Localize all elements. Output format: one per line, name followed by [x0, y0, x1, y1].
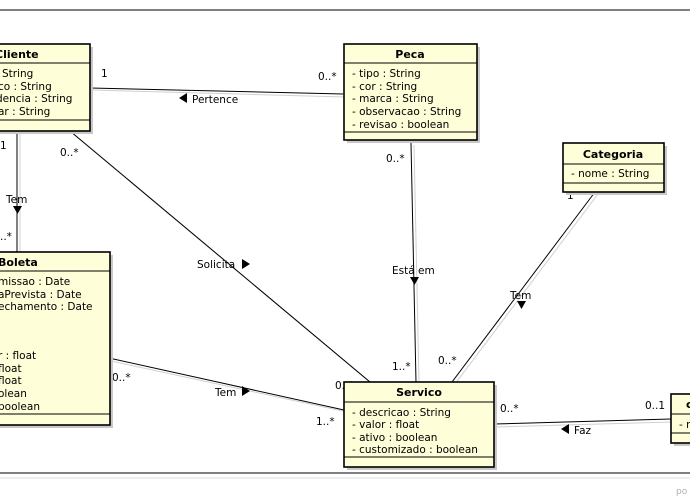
multiplicity-tem-servico-servico: 1..*	[316, 416, 335, 428]
class-partial-right[interactable]: c - r	[670, 393, 690, 446]
class-attr: - marca : String	[352, 93, 434, 105]
class-attr: r : float	[0, 350, 36, 362]
class-attr: - tipo : String	[352, 68, 421, 80]
class-attr: - cor : String	[352, 81, 417, 93]
class-attr: - descricao : String	[352, 407, 451, 419]
class-servico[interactable]: Servico - descricao : String - valor : f…	[343, 381, 497, 470]
watermark-text: po	[676, 487, 688, 497]
direction-arrow-icon	[561, 424, 569, 434]
direction-arrow-icon	[13, 206, 22, 214]
association-label-pertence: Pertence	[192, 94, 238, 106]
class-attr: float	[0, 375, 22, 387]
class-attr: - valor : float	[352, 419, 419, 431]
multiplicity-pertence-peca: 0..*	[318, 71, 337, 83]
multiplicity-tem-boleta-cliente: 1	[0, 140, 7, 152]
class-name-peca: Peca	[395, 48, 424, 61]
class-attr: - customizado : boolean	[352, 444, 478, 456]
association-label-tem-boleta: Tem	[5, 194, 27, 206]
class-peca[interactable]: Peca - tipo : String - cor : String - ma…	[343, 43, 480, 143]
association-label-faz: Faz	[574, 425, 592, 437]
multiplicity-tem-categoria-servico: 0..*	[438, 355, 457, 367]
class-categoria[interactable]: Categoria - nome : String	[562, 142, 667, 195]
class-attr: ar : String	[0, 106, 50, 118]
association-tem-categoria[interactable]: Tem 1 0..*	[438, 190, 599, 385]
class-attr: float	[0, 363, 22, 375]
multiplicity-tem-boleta-boleta: ..*	[0, 231, 12, 243]
multiplicity-faz-other: 0..1	[645, 400, 665, 412]
association-tem-boleta[interactable]: Tem 1 ..*	[0, 131, 27, 252]
multiplicity-tem-categoria-categoria: 1	[567, 190, 574, 202]
association-esta-em[interactable]: Está em 0..* 1..*	[386, 142, 435, 384]
association-faz[interactable]: Faz 0..* 0..1	[493, 400, 673, 437]
association-pertence[interactable]: Pertence 1 0..*	[89, 68, 346, 106]
class-attr: missao : Date	[0, 276, 70, 288]
class-attr: aPrevista : Date	[0, 289, 82, 301]
multiplicity-esta-em-peca: 0..*	[386, 153, 405, 165]
class-cliente[interactable]: Cliente String co : String dencia : Stri…	[0, 43, 93, 134]
class-attr: - nome : String	[571, 168, 649, 180]
class-name-servico: Servico	[396, 386, 442, 399]
multiplicity-esta-em-servico: 1..*	[392, 361, 411, 373]
class-boleta[interactable]: Boleta missao : Date aPrevista : Date ec…	[0, 251, 113, 428]
association-label-esta-em: Está em	[392, 265, 435, 277]
multiplicity-pertence-cliente: 1	[101, 68, 108, 80]
class-name-partial: c	[686, 398, 690, 411]
class-attr: String	[2, 68, 33, 80]
multiplicity-tem-servico-boleta: 0..*	[112, 372, 131, 384]
class-attr: - revisao : boolean	[352, 119, 449, 131]
class-attr: co : String	[0, 81, 52, 93]
multiplicity-solicita-cliente: 0..*	[60, 147, 79, 159]
association-label-tem-categoria: Tem	[509, 290, 531, 302]
class-attr: - r	[679, 419, 690, 431]
association-label-tem-servico: Tem	[214, 387, 236, 399]
direction-arrow-icon	[242, 386, 250, 396]
class-attr: olean	[0, 388, 27, 400]
class-attr: - observacao : String	[352, 106, 461, 118]
direction-arrow-icon	[410, 277, 419, 285]
association-tem-servico[interactable]: Tem 0..* 1..*	[108, 357, 348, 428]
class-name-boleta: Boleta	[0, 256, 38, 269]
direction-arrow-icon	[179, 93, 187, 103]
class-name-categoria: Categoria	[583, 148, 643, 161]
direction-arrow-icon	[242, 259, 250, 269]
class-name-cliente: Cliente	[0, 48, 39, 61]
class-attr: - ativo : boolean	[352, 432, 437, 444]
class-attr: echamento : Date	[0, 301, 93, 313]
class-attr: dencia : String	[0, 93, 72, 105]
direction-arrow-icon	[517, 301, 526, 309]
class-attr: boolean	[0, 401, 40, 413]
multiplicity-faz-servico: 0..*	[500, 403, 519, 415]
association-label-solicita: Solicita	[197, 259, 235, 271]
